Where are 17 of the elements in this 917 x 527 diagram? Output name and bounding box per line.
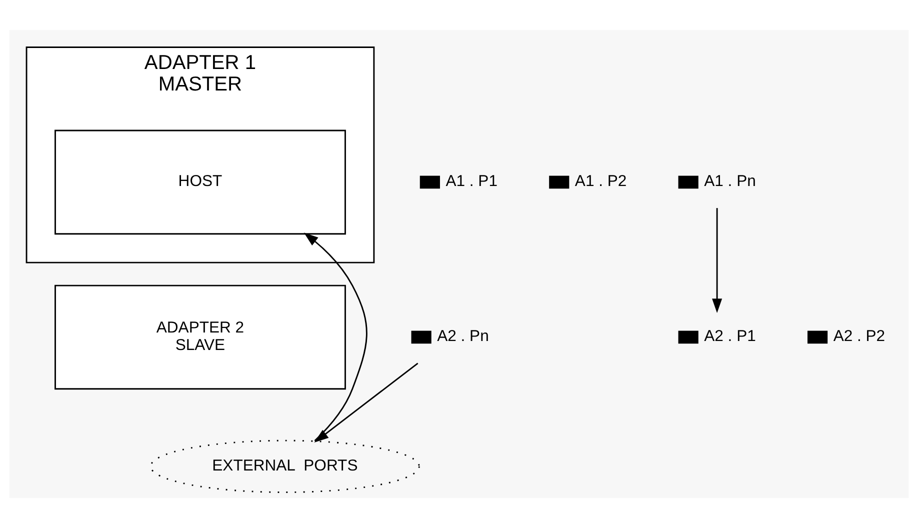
node-box (678, 330, 698, 344)
node-label: A1 . Pn (704, 172, 756, 190)
node-box (410, 330, 431, 344)
node-box (678, 175, 698, 188)
node-label: A2 . Pn (436, 328, 488, 345)
node-label: A1 . P2 (574, 172, 626, 190)
node-label: A1 . P1 (445, 172, 497, 190)
node-box (419, 175, 440, 188)
node-label: A2 . P2 (832, 328, 885, 345)
node-box: HOST (54, 129, 346, 234)
node-box (548, 175, 569, 188)
node-ellipse: EXTERNAL PORTS (150, 439, 420, 492)
arrow (303, 232, 367, 441)
node-box (807, 330, 828, 344)
arrow (712, 208, 722, 313)
node-label: A2 . P1 (704, 328, 756, 345)
node-box: ADAPTER 2 SLAVE (54, 284, 346, 390)
